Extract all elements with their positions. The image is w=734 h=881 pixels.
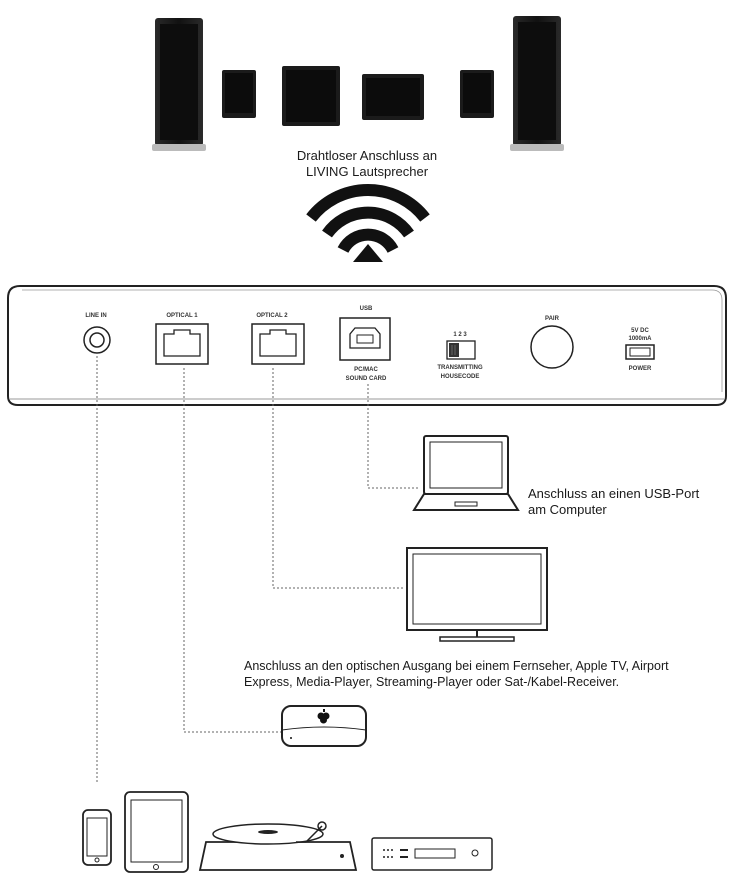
usb-caption-line-1: Anschluss an einen USB-Port bbox=[528, 486, 700, 501]
optical-caption-line-2: Express, Media-Player, Streaming-Player … bbox=[244, 675, 620, 689]
usb-sub-label-2: SOUND CARD bbox=[346, 376, 387, 382]
optical-1-port[interactable]: OPTICAL 1 bbox=[155, 313, 209, 365]
connection-lines bbox=[96, 356, 420, 783]
transmitter-device: LINE IN OPTICAL 1 OPTICAL 2 USB PC/MAC S… bbox=[7, 285, 727, 406]
optical-2-label: OPTICAL 2 bbox=[256, 313, 288, 319]
tv-icon bbox=[406, 547, 548, 642]
optical-caption: Anschluss an den optischen Ausgang bei e… bbox=[244, 658, 730, 690]
laptop-icon bbox=[412, 435, 520, 511]
usb-connection-line bbox=[367, 384, 420, 489]
housecode-label-1: TRANSMITTING bbox=[437, 365, 483, 371]
tablet-icon bbox=[124, 791, 189, 873]
usb-caption: Anschluss an einen USB-Port am Computer bbox=[528, 486, 728, 518]
tower-speaker-left-icon bbox=[152, 18, 206, 151]
optical-2-connection-line bbox=[272, 368, 405, 589]
optical-2-port[interactable]: OPTICAL 2 bbox=[251, 313, 305, 365]
power-label-3: POWER bbox=[629, 366, 652, 372]
optical-1-connection-line bbox=[183, 368, 282, 733]
pair-button[interactable]: PAIR bbox=[530, 316, 574, 369]
apple-tv-icon bbox=[281, 705, 367, 747]
optical-caption-line-1: Anschluss an den optischen Ausgang bei e… bbox=[244, 659, 669, 673]
usb-caption-line-2: am Computer bbox=[528, 502, 607, 517]
wireless-caption-line-2: LIVING Lautsprecher bbox=[305, 164, 429, 179]
satellite-speaker-left-icon bbox=[222, 70, 256, 118]
tower-speaker-right-icon bbox=[510, 16, 564, 151]
line-in-label: LINE IN bbox=[85, 313, 106, 319]
apple-logo-icon bbox=[317, 709, 330, 724]
wifi-icon bbox=[306, 184, 430, 262]
pair-label: PAIR bbox=[545, 316, 560, 322]
housecode-label-2: HOUSECODE bbox=[441, 374, 480, 380]
wireless-caption: Drahtloser Anschluss an LIVING Lautsprec… bbox=[272, 148, 462, 180]
satellite-speaker-right-icon bbox=[460, 70, 494, 118]
housecode-switch[interactable]: 1 2 3 TRANSMITTING HOUSECODE bbox=[437, 332, 483, 380]
media-player-icon bbox=[371, 837, 493, 871]
housecode-numbers: 1 2 3 bbox=[453, 332, 467, 338]
power-port[interactable]: 5V DC 1000mA POWER bbox=[625, 328, 655, 372]
power-label-2: 1000mA bbox=[628, 336, 652, 342]
power-label-1: 5V DC bbox=[631, 328, 649, 334]
turntable-icon bbox=[198, 821, 358, 871]
wireless-caption-line-1: Drahtloser Anschluss an bbox=[296, 148, 438, 163]
center-speaker-left-icon bbox=[282, 66, 340, 126]
usb-label: USB bbox=[360, 306, 373, 312]
smartphone-icon bbox=[82, 809, 112, 866]
line-in-port[interactable]: LINE IN bbox=[83, 313, 111, 354]
usb-sub-label-1: PC/MAC bbox=[354, 367, 378, 373]
optical-1-label: OPTICAL 1 bbox=[166, 313, 198, 319]
center-speaker-right-icon bbox=[362, 74, 424, 120]
usb-port[interactable]: USB PC/MAC SOUND CARD bbox=[339, 306, 391, 382]
speaker-system bbox=[152, 16, 564, 151]
